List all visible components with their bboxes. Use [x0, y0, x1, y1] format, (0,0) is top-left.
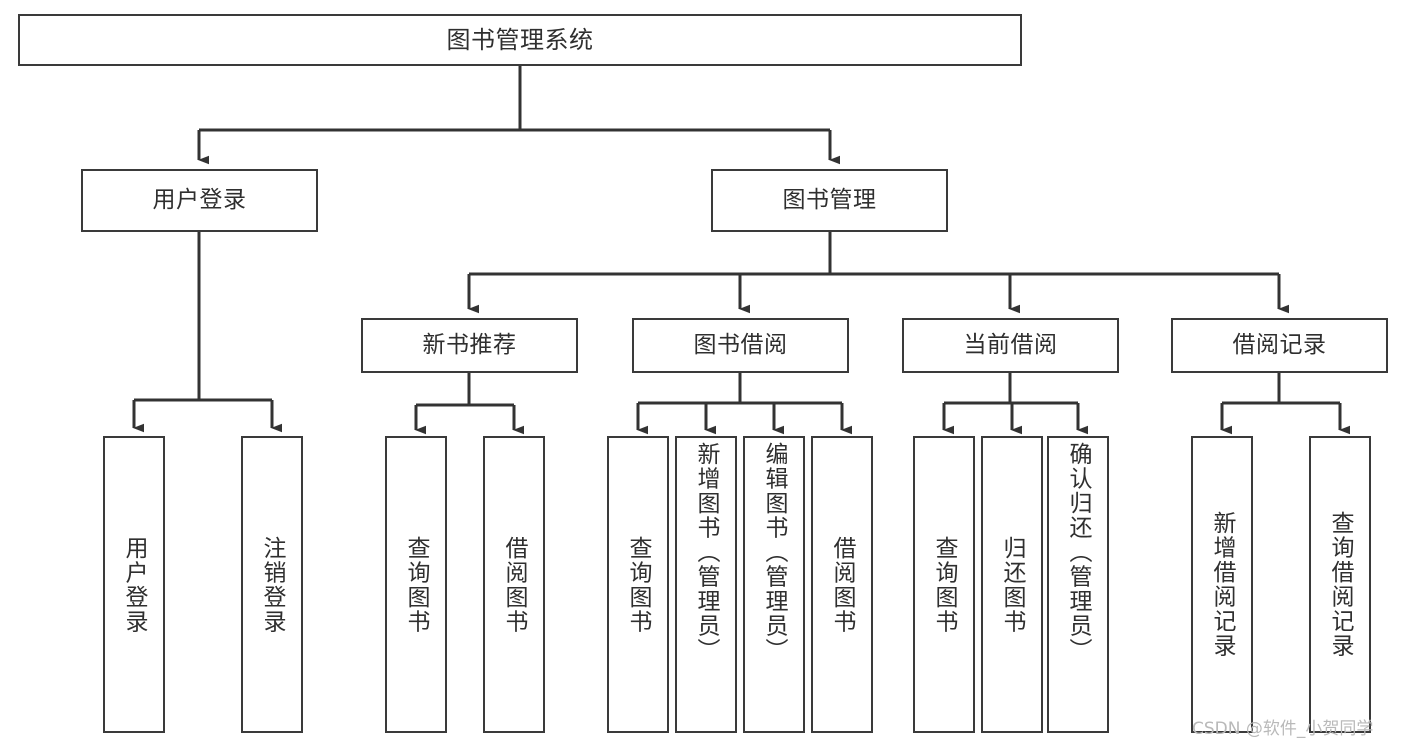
- node-label: 确认归还（管理员）: [1065, 442, 1092, 663]
- node-label: 图书管理: [782, 186, 877, 213]
- node-label: 图书借阅: [693, 331, 788, 358]
- node-label: 编辑图书（管理员）: [761, 442, 788, 663]
- leaf-borrow-book-borrow[interactable]: 借阅图书: [811, 436, 873, 733]
- node-label: 归还图书: [999, 535, 1026, 634]
- node-book-management[interactable]: 图书管理: [711, 169, 948, 232]
- node-label: 当前借阅: [963, 331, 1058, 358]
- node-label: 借阅图书: [829, 535, 856, 634]
- leaf-logout-login[interactable]: 注销登录: [241, 436, 303, 733]
- csdn-watermark: CSDN @软件_小贺同学: [1192, 719, 1374, 739]
- leaf-add-borrow-record[interactable]: 新增借阅记录: [1191, 436, 1253, 733]
- leaf-confirm-return-admin[interactable]: 确认归还（管理员）: [1047, 436, 1109, 733]
- node-label: 借阅记录: [1232, 331, 1327, 358]
- leaf-query-book-new-recommend[interactable]: 查询图书: [385, 436, 447, 733]
- node-book-borrow[interactable]: 图书借阅: [632, 318, 849, 373]
- leaf-add-book-admin[interactable]: 新增图书（管理员）: [675, 436, 737, 733]
- node-root-book-management-system[interactable]: 图书管理系统: [18, 14, 1022, 66]
- node-label: 用户登录: [121, 535, 148, 634]
- leaf-return-book[interactable]: 归还图书: [981, 436, 1043, 733]
- leaf-user-login[interactable]: 用户登录: [103, 436, 165, 733]
- node-label: 查询图书: [625, 535, 652, 634]
- node-label: 查询借阅记录: [1327, 511, 1354, 658]
- node-label: 注销登录: [259, 535, 286, 634]
- node-current-borrow[interactable]: 当前借阅: [902, 318, 1119, 373]
- leaf-query-borrow-record[interactable]: 查询借阅记录: [1309, 436, 1371, 733]
- node-label: 查询图书: [403, 535, 430, 634]
- node-new-book-recommend[interactable]: 新书推荐: [361, 318, 578, 373]
- node-label: 用户登录: [152, 186, 247, 213]
- node-label: 查询图书: [931, 535, 958, 634]
- node-label: 图书管理系统: [446, 25, 594, 54]
- node-label: 新增图书（管理员）: [693, 442, 720, 663]
- leaf-edit-book-admin[interactable]: 编辑图书（管理员）: [743, 436, 805, 733]
- node-label: 借阅图书: [501, 535, 528, 634]
- node-user-login[interactable]: 用户登录: [81, 169, 318, 232]
- node-label: 新书推荐: [422, 331, 517, 358]
- leaf-query-book-current[interactable]: 查询图书: [913, 436, 975, 733]
- leaf-borrow-book-new-recommend[interactable]: 借阅图书: [483, 436, 545, 733]
- node-label: 新增借阅记录: [1209, 511, 1236, 658]
- leaf-query-book-borrow[interactable]: 查询图书: [607, 436, 669, 733]
- node-borrow-record[interactable]: 借阅记录: [1171, 318, 1388, 373]
